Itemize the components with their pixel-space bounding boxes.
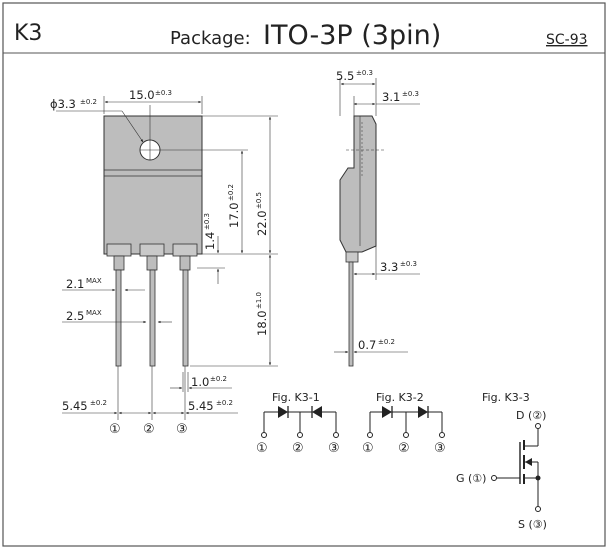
terminal-source-label: S (③) <box>518 518 547 531</box>
lead-2 <box>149 269 156 367</box>
dim-depth-value: 5.5 <box>336 69 354 83</box>
fig-k3-2-pin-2: ② <box>398 441 410 456</box>
dim-lead-thickness-tol: ±0.2 <box>210 375 227 383</box>
terminal-drain-label: D (②) <box>516 409 546 422</box>
dim-step-tol: ±0.3 <box>203 213 211 230</box>
pin-label-3: ③ <box>176 422 188 437</box>
fig-k3-3-title: Fig. K3-3 <box>482 391 530 404</box>
dim-body-height: 22.0 ±0.5 <box>255 116 272 254</box>
diode-2-right <box>418 406 428 418</box>
dim-body-height-tol: ±0.5 <box>255 192 263 209</box>
dim-body-width-value: 15.0 <box>129 88 155 102</box>
fig-k3-1-pin-2: ② <box>292 441 304 456</box>
fig-k3-2-pin-1: ① <box>362 441 374 456</box>
lead-1-upper <box>113 255 125 271</box>
dim-body-width-tol: ±0.3 <box>155 89 172 97</box>
figure-k3-1: Fig. K3-1 ① ② ③ <box>256 391 340 456</box>
dim-step: 1.4 ±0.3 <box>203 213 220 284</box>
dim-lead-width-mid-tol: MAX <box>86 309 102 317</box>
figure-k3-2: Fig. K3-2 ① ② ③ <box>362 391 446 456</box>
front-view <box>103 105 248 420</box>
dim-lead-width-top-tol: MAX <box>86 277 102 285</box>
lead-3-upper <box>179 255 191 271</box>
lead-1 <box>115 269 122 367</box>
fig-k3-1-pin-3: ③ <box>328 441 340 456</box>
standard-code: SC-93 <box>546 32 588 48</box>
figure-k3-3: Fig. K3-3 D (②) G (①) S (③) <box>456 391 547 531</box>
channel-arrow <box>525 458 532 466</box>
dim-lead-side-thickness-value: 0.7 <box>358 338 376 352</box>
dim-flange-value: 3.1 <box>382 90 400 104</box>
dim-lead-thickness-value: 1.0 <box>191 375 209 389</box>
dim-lead-width-top: 2.1 MAX <box>62 277 145 292</box>
diode-1-right <box>312 406 322 418</box>
fig-k3-1-title: Fig. K3-1 <box>272 391 320 404</box>
package-body <box>103 115 203 255</box>
terminal-gate-label: G (①) <box>456 472 486 485</box>
dim-hole-tol: ±0.2 <box>80 98 97 106</box>
outer-frame <box>2 2 606 547</box>
dim-lead-length-tol: ±1.0 <box>255 292 263 309</box>
dim-pitch: 5.45 ±0.2 5.45 ±0.2 <box>62 399 238 415</box>
fig-k3-2-pin-3: ③ <box>434 441 446 456</box>
side-view <box>339 115 384 367</box>
dim-lead-offset-value: 3.3 <box>380 260 398 274</box>
dim-depth: 5.5 ±0.3 <box>336 69 377 116</box>
dim-lead-length: 18.0 ±1.0 <box>255 254 272 366</box>
dim-lead-side-thickness-tol: ±0.2 <box>378 338 395 346</box>
pin-label-1: ① <box>109 422 121 437</box>
dim-depth-tol: ±0.3 <box>356 69 373 77</box>
lead-shoulder-1 <box>106 243 132 257</box>
lead-shoulder-3 <box>172 243 198 257</box>
dim-hole-to-base-value: 17.0 <box>227 202 241 228</box>
fig-k3-2-title: Fig. K3-2 <box>376 391 424 404</box>
dim-step-value: 1.4 <box>203 232 217 250</box>
dim-flange-tol: ±0.3 <box>402 90 419 98</box>
dim-lead-width-mid-value: 2.5 <box>66 309 84 323</box>
dim-pitch-right-value: 5.45 <box>188 399 214 413</box>
dim-hole-to-base: 17.0 ±0.2 <box>227 150 244 254</box>
lead-3 <box>182 269 189 367</box>
dim-flange: 3.1 ±0.3 <box>353 90 420 116</box>
package-label: Package: <box>170 28 251 49</box>
dim-lead-width-mid: 2.5 MAX <box>62 309 172 324</box>
fig-k3-1-pin-1: ① <box>256 441 268 456</box>
diode-1-left <box>278 406 288 418</box>
pin-label-2: ② <box>143 422 155 437</box>
dim-lead-offset: 3.3 ±0.3 <box>353 246 420 280</box>
dim-body-width: 15.0 ±0.3 <box>103 88 203 114</box>
lead-2-upper <box>146 255 158 271</box>
dim-hole-value: ϕ3.3 <box>50 97 76 111</box>
diode-2-left <box>382 406 392 418</box>
dim-lead-thickness: 1.0 ±0.2 <box>170 372 232 392</box>
dim-lead-width-top-value: 2.1 <box>66 277 84 291</box>
dim-pitch-left-tol: ±0.2 <box>90 399 107 407</box>
model-code: K3 <box>14 21 42 46</box>
dim-lead-side-thickness: 0.7 ±0.2 <box>334 338 408 354</box>
lead-shoulder-2 <box>139 243 165 257</box>
dim-pitch-left-value: 5.45 <box>62 399 88 413</box>
dim-lead-offset-tol: ±0.3 <box>400 260 417 268</box>
dim-hole-diameter: ϕ3.3 ±0.2 <box>50 97 144 143</box>
dim-hole-to-base-tol: ±0.2 <box>227 184 235 201</box>
dim-pitch-right-tol: ±0.2 <box>216 399 233 407</box>
dim-lead-length-value: 18.0 <box>255 310 269 336</box>
package-name: ITO-3P (3pin) <box>263 20 441 51</box>
dim-body-height-value: 22.0 <box>255 210 269 236</box>
